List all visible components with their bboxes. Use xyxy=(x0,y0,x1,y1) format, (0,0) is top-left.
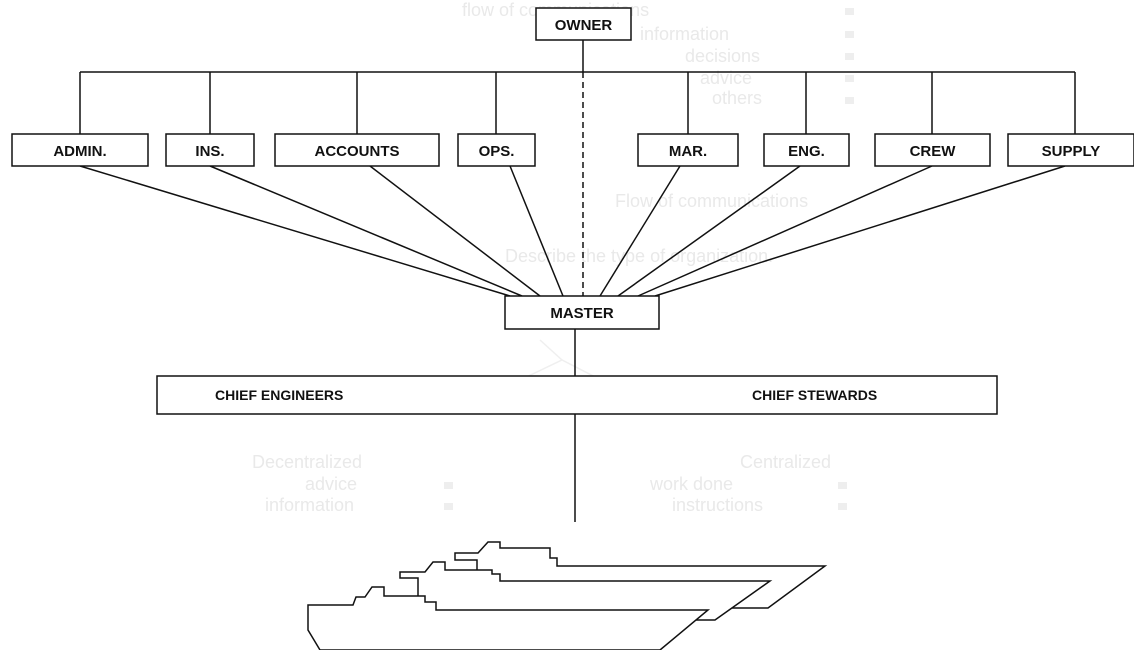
ghost-bullet xyxy=(444,482,453,489)
fan-line xyxy=(79,165,511,297)
ghost-bullet xyxy=(444,503,453,510)
owner-box xyxy=(535,7,632,41)
ghost-decentralized-item: advice xyxy=(305,474,357,494)
ghost-bullet xyxy=(845,75,854,82)
ghost-centralized-item: work done xyxy=(649,474,733,494)
department-label: OPS. xyxy=(479,143,515,160)
department-box xyxy=(874,133,991,167)
master-node: MASTER xyxy=(504,295,660,330)
fan-line xyxy=(509,165,564,297)
department-node-accounts: ACCOUNTS xyxy=(274,133,440,167)
fleet-illustration xyxy=(307,541,828,651)
ghost-bullet xyxy=(838,482,847,489)
connector-lines xyxy=(79,40,1076,522)
department-label: CREW xyxy=(910,143,957,160)
department-label: MAR. xyxy=(669,143,707,160)
fan-line xyxy=(209,165,523,297)
ghost-top-line: information xyxy=(640,24,729,44)
department-label: ACCOUNTS xyxy=(315,143,400,160)
department-node-ins: INS. xyxy=(165,133,255,167)
ghost-centralized-item: instructions xyxy=(672,495,763,515)
ghost-top-line: advice xyxy=(700,68,752,88)
ghost-top-line: others xyxy=(712,88,762,108)
department-box xyxy=(165,133,255,167)
department-node-crew: CREW xyxy=(874,133,991,167)
ghost-bullet xyxy=(845,53,854,60)
ghost-decentralized-heading: Decentralized xyxy=(252,452,362,472)
department-box xyxy=(1007,133,1134,167)
chiefs-box xyxy=(156,375,998,415)
fan-line xyxy=(654,165,1066,297)
department-node-supply: SUPPLY xyxy=(1007,133,1134,167)
department-box xyxy=(637,133,739,167)
department-node-admin: ADMIN. xyxy=(11,133,149,167)
department-node-eng: ENG. xyxy=(763,133,850,167)
department-box xyxy=(457,133,536,167)
department-label: ENG. xyxy=(788,143,825,160)
ghost-bullet xyxy=(845,97,854,104)
chief-stewards-label: CHIEF STEWARDS xyxy=(752,387,877,403)
ghost-text-layer: flow of communications information decis… xyxy=(252,0,854,515)
ghost-bullet xyxy=(838,503,847,510)
ghost-question: Describe the type of organization. xyxy=(505,246,773,266)
ghost-top-line: decisions xyxy=(685,46,760,66)
department-node-ops: OPS. xyxy=(457,133,536,167)
ghost-bullet xyxy=(845,31,854,38)
department-node-mar: MAR. xyxy=(637,133,739,167)
master-box xyxy=(504,295,660,330)
fan-line xyxy=(637,165,933,297)
chiefs-node: CHIEF ENGINEERS CHIEF STEWARDS xyxy=(156,375,998,415)
ghost-decentralized-item: information xyxy=(265,495,354,515)
department-label: ADMIN. xyxy=(53,143,106,160)
owner-node: OWNER xyxy=(535,7,632,41)
fan-line xyxy=(369,165,541,297)
department-label: INS. xyxy=(195,143,224,160)
department-box xyxy=(274,133,440,167)
department-nodes: ADMIN. INS. ACCOUNTS OPS. MAR. ENG. CREW xyxy=(11,133,1134,167)
master-label: MASTER xyxy=(550,305,614,322)
department-label: SUPPLY xyxy=(1042,143,1101,160)
fan-line xyxy=(617,165,801,297)
ghost-bullet xyxy=(845,8,854,15)
owner-label: OWNER xyxy=(555,17,613,34)
department-box xyxy=(763,133,850,167)
chief-engineers-label: CHIEF ENGINEERS xyxy=(215,387,343,403)
ghost-centralized-heading: Centralized xyxy=(740,452,831,472)
ghost-mid-line: Flow of communications xyxy=(615,191,808,211)
department-box xyxy=(11,133,149,167)
ghost-triangle xyxy=(539,339,563,361)
fan-line xyxy=(599,165,681,297)
